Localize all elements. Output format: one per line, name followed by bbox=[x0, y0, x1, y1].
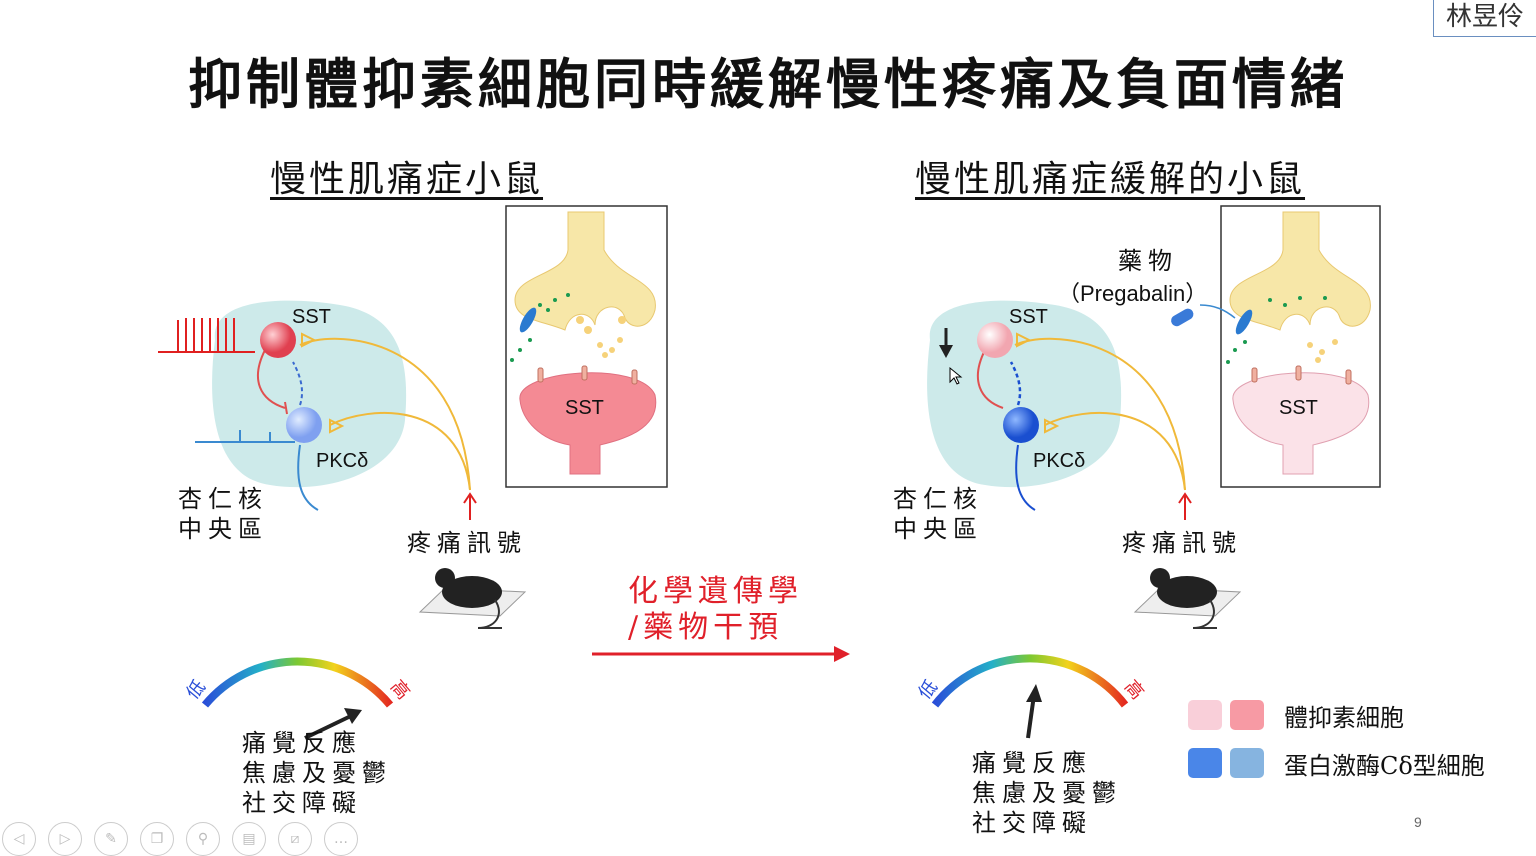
quiet-trace bbox=[195, 430, 295, 443]
down-arrow-icon bbox=[939, 345, 953, 358]
pain-signal-label: 疼痛訊號 bbox=[1122, 529, 1242, 557]
region-label: 杏仁核中央區 bbox=[178, 485, 268, 543]
drug-label: 藥物 bbox=[1118, 247, 1178, 275]
legend-swatch bbox=[1230, 748, 1264, 778]
slides-icon[interactable]: ❐ bbox=[140, 822, 174, 856]
outcomes-list: 痛覺反應焦慮及憂鬱社交障礙 bbox=[242, 729, 392, 817]
legend-label: 蛋白激酶Cδ型細胞 bbox=[1284, 751, 1485, 780]
synapse-sst-label: SST bbox=[565, 397, 604, 419]
mouse-left bbox=[418, 568, 527, 629]
outcomes-list: 痛覺反應焦慮及憂鬱社交障礙 bbox=[972, 749, 1122, 837]
synapse-sst-label: SST bbox=[1279, 397, 1318, 419]
next-icon[interactable]: ▷ bbox=[48, 822, 82, 856]
pen-icon[interactable]: ✎ bbox=[94, 822, 128, 856]
sst-label: SST bbox=[292, 306, 331, 328]
page-number: 9 bbox=[1414, 814, 1422, 830]
right-synapse bbox=[1171, 205, 1381, 488]
more-icon[interactable]: … bbox=[324, 822, 358, 856]
pain-arrow-icon bbox=[463, 492, 477, 520]
presenter-name-tag: 林昱伶 bbox=[1433, 0, 1536, 37]
previous-icon[interactable]: ◁ bbox=[2, 822, 36, 856]
mouse-cursor-icon bbox=[949, 366, 963, 385]
amygdala-blob bbox=[212, 300, 407, 488]
right-heading: 慢性肌痛症緩解的小鼠 bbox=[915, 159, 1306, 200]
legend-swatch bbox=[1188, 748, 1222, 778]
right-circuit bbox=[927, 300, 1192, 520]
pill-icon bbox=[1171, 308, 1194, 327]
slide-title: 抑制體抑素細胞同時緩解慢性疼痛及負面情緒 bbox=[188, 52, 1348, 116]
sst-neuron bbox=[260, 322, 296, 358]
legend-swatch bbox=[1230, 700, 1264, 730]
subtitles-icon[interactable]: ▤ bbox=[232, 822, 266, 856]
legend-item-pkc: 蛋白激酶Cδ型細胞 bbox=[1188, 746, 1485, 780]
left-synapse bbox=[505, 205, 668, 488]
legend-label: 體抑素細胞 bbox=[1284, 703, 1404, 732]
camera-off-icon[interactable]: ⧄ bbox=[278, 822, 312, 856]
intervention-arrow bbox=[592, 646, 850, 662]
pkc-label: PKCδ bbox=[1033, 450, 1086, 472]
firing-trace bbox=[158, 318, 255, 353]
right-gauge bbox=[931, 654, 1129, 739]
legend-item-sst: 體抑素細胞 bbox=[1188, 698, 1485, 732]
legend-swatch bbox=[1188, 700, 1222, 730]
pain-signal-label: 疼痛訊號 bbox=[407, 529, 527, 557]
drug-name: （Pregabalin） bbox=[1058, 281, 1208, 306]
zoom-icon[interactable]: ⚲ bbox=[186, 822, 220, 856]
left-gauge bbox=[201, 657, 394, 740]
left-heading: 慢性肌痛症小鼠 bbox=[270, 159, 544, 200]
mouse-right bbox=[1133, 568, 1242, 629]
region-label: 杏仁核中央區 bbox=[893, 485, 983, 543]
pkc-label: PKCδ bbox=[316, 450, 369, 472]
pkc-neuron bbox=[286, 407, 322, 443]
legend: 體抑素細胞 蛋白激酶Cδ型細胞 bbox=[1188, 698, 1485, 780]
left-circuit bbox=[158, 300, 477, 520]
sst-label: SST bbox=[1009, 306, 1048, 328]
intervention-label: 化學遺傳學/藥物干預 bbox=[628, 574, 803, 645]
